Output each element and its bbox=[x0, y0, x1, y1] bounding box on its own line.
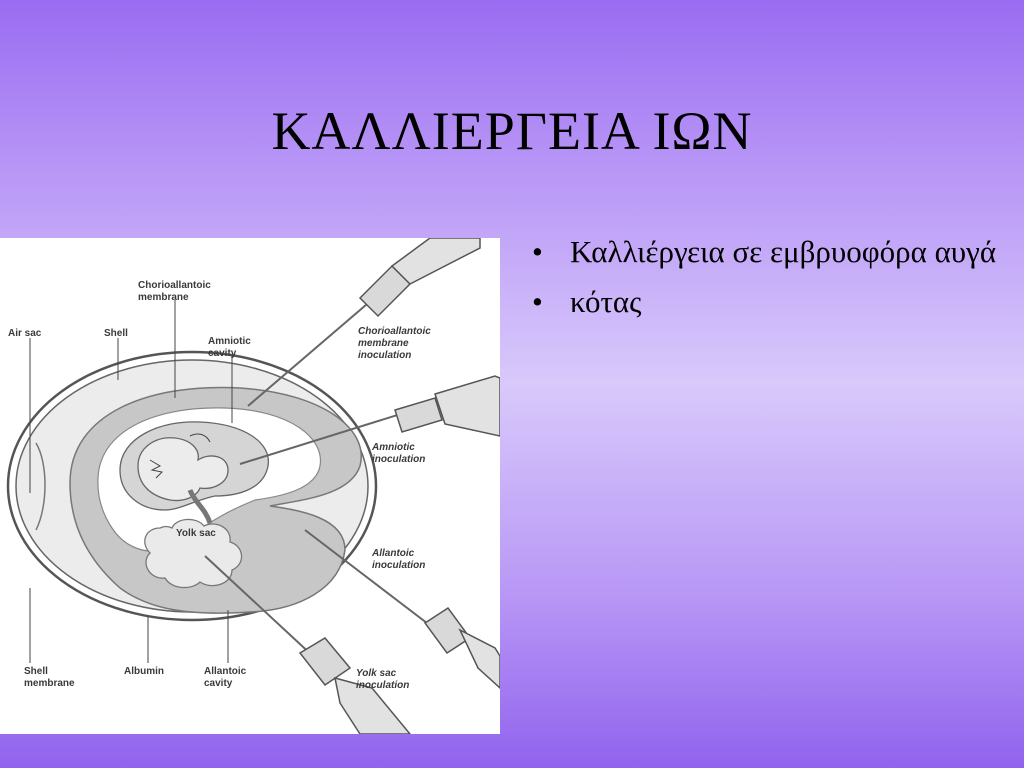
egg-diagram-svg: Chorioallantoic membrane Air sac Shell A… bbox=[6, 238, 500, 734]
label-allantoic-cavity-1: Allantoic bbox=[204, 666, 247, 677]
yolk-sac-shape bbox=[144, 518, 243, 589]
label-cam-inoculation-1: Chorioallantoic bbox=[358, 326, 431, 337]
egg-inoculation-diagram: Chorioallantoic membrane Air sac Shell A… bbox=[0, 238, 500, 734]
label-allantoic-inoculation-1: Allantoic bbox=[371, 548, 415, 559]
label-cam-inoculation-3: inoculation bbox=[358, 350, 411, 361]
label-allantoic-cavity-2: cavity bbox=[204, 678, 233, 689]
label-chorioallantoic-membrane-1: Chorioallantoic bbox=[138, 280, 211, 291]
chorioallantoic-inoculation-needle bbox=[247, 238, 481, 407]
amniotic-inoculation-needle bbox=[239, 375, 500, 465]
bullet-item: Καλλιέργεια σε εμβρυοφόρα αυγά bbox=[530, 232, 1000, 272]
label-albumin: Albumin bbox=[124, 666, 164, 677]
yolk-sac-inoculation-needle bbox=[204, 555, 411, 734]
label-amniotic-cavity-1: Amniotic bbox=[208, 336, 251, 347]
label-shell-membrane-2: membrane bbox=[24, 678, 75, 689]
slide-title: ΚΑΛΛΙΕΡΓΕΙΑ ΙΩΝ bbox=[271, 101, 753, 161]
embryo-shape bbox=[137, 437, 229, 502]
label-yolk-sac: Yolk sac bbox=[176, 528, 216, 539]
label-shell-membrane-1: Shell bbox=[24, 666, 48, 677]
label-shell: Shell bbox=[104, 328, 128, 339]
bullet-item: κότας bbox=[530, 282, 1000, 322]
yolk-stalk bbox=[187, 488, 213, 524]
label-allantoic-inoculation-2: inoculation bbox=[372, 560, 425, 571]
embryo-detail bbox=[149, 433, 211, 479]
label-amniotic-inoculation-1: Amniotic bbox=[371, 442, 415, 453]
label-chorioallantoic-membrane-2: membrane bbox=[138, 292, 189, 303]
label-amniotic-inoculation-2: inoculation bbox=[372, 454, 425, 465]
label-air-sac: Air sac bbox=[8, 328, 42, 339]
label-yolk-sac-inoculation-1: Yolk sac bbox=[356, 668, 397, 679]
bullet-list: Καλλιέργεια σε εμβρυοφόρα αυγά κότας bbox=[530, 232, 1000, 332]
air-sac-shape bbox=[35, 442, 46, 531]
label-yolk-sac-inoculation-2: inoculation bbox=[356, 680, 409, 691]
allantoic-inoculation-needle bbox=[304, 529, 500, 690]
leader-lines bbox=[29, 300, 233, 663]
label-amniotic-cavity-2: cavity bbox=[208, 348, 237, 359]
label-cam-inoculation-2: membrane bbox=[358, 338, 409, 349]
